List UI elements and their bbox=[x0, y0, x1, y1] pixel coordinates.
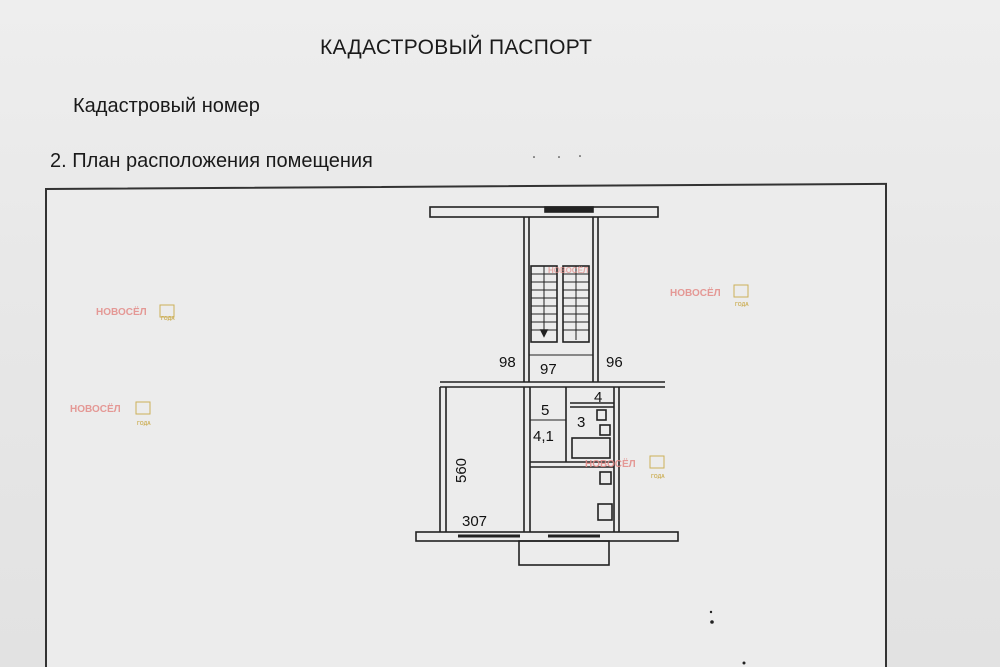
watermark-2: НОВОСЁЛ ГОДА bbox=[670, 284, 749, 308]
svg-text:НОВОСЁЛ: НОВОСЁЛ bbox=[96, 305, 147, 318]
svg-text:ГОДА: ГОДА bbox=[651, 474, 665, 480]
watermark-3: НОВОСЁЛ ГОДА bbox=[70, 401, 151, 427]
area-label-4-1: 4,1 bbox=[533, 428, 554, 445]
watermark-4: НОВОСЁЛ ГОДА bbox=[585, 455, 665, 480]
area-label-4: 4 bbox=[594, 389, 602, 406]
document-title: КАДАСТРОВЫЙ ПАСПОРТ bbox=[320, 36, 593, 59]
sink-fixture bbox=[599, 424, 611, 436]
kitchen-sink bbox=[597, 503, 613, 521]
svg-text:ГОДА: ГОДА bbox=[161, 316, 175, 322]
dim-label-560: 560 bbox=[453, 458, 470, 483]
top-window bbox=[544, 206, 594, 213]
watermark-5: НОВОСЁЛ bbox=[548, 266, 589, 275]
dim-label-96: 96 bbox=[606, 354, 623, 371]
facade-bottom bbox=[415, 531, 679, 542]
print-specks bbox=[533, 155, 746, 665]
area-label-3: 3 bbox=[577, 414, 585, 431]
svg-text:НОВОСЁЛ: НОВОСЁЛ bbox=[70, 402, 121, 415]
cadastral-number-label: Кадастровый номер bbox=[73, 95, 260, 117]
svg-text:НОВОСЁЛ: НОВОСЁЛ bbox=[585, 457, 636, 470]
plan-section-heading: 2. План расположения помещения bbox=[50, 150, 373, 172]
dim-label-307: 307 bbox=[462, 513, 487, 530]
balcony bbox=[518, 540, 610, 566]
area-label-5: 5 bbox=[541, 402, 549, 419]
top-beam bbox=[429, 206, 659, 218]
svg-text:ГОДА: ГОДА bbox=[137, 421, 151, 427]
svg-text:НОВОСЁЛ: НОВОСЁЛ bbox=[548, 266, 589, 275]
stove-fixture bbox=[599, 471, 612, 485]
bathtub bbox=[571, 437, 611, 459]
svg-text:ГОДА: ГОДА bbox=[735, 302, 749, 308]
dim-label-98: 98 bbox=[499, 354, 516, 371]
svg-text:НОВОСЁЛ: НОВОСЁЛ bbox=[670, 286, 721, 299]
stair-arrow bbox=[539, 329, 549, 338]
watermark-1: НОВОСЁЛ ГОДА bbox=[96, 304, 175, 322]
wc-fixture bbox=[596, 409, 607, 421]
dim-label-97: 97 bbox=[540, 361, 557, 378]
